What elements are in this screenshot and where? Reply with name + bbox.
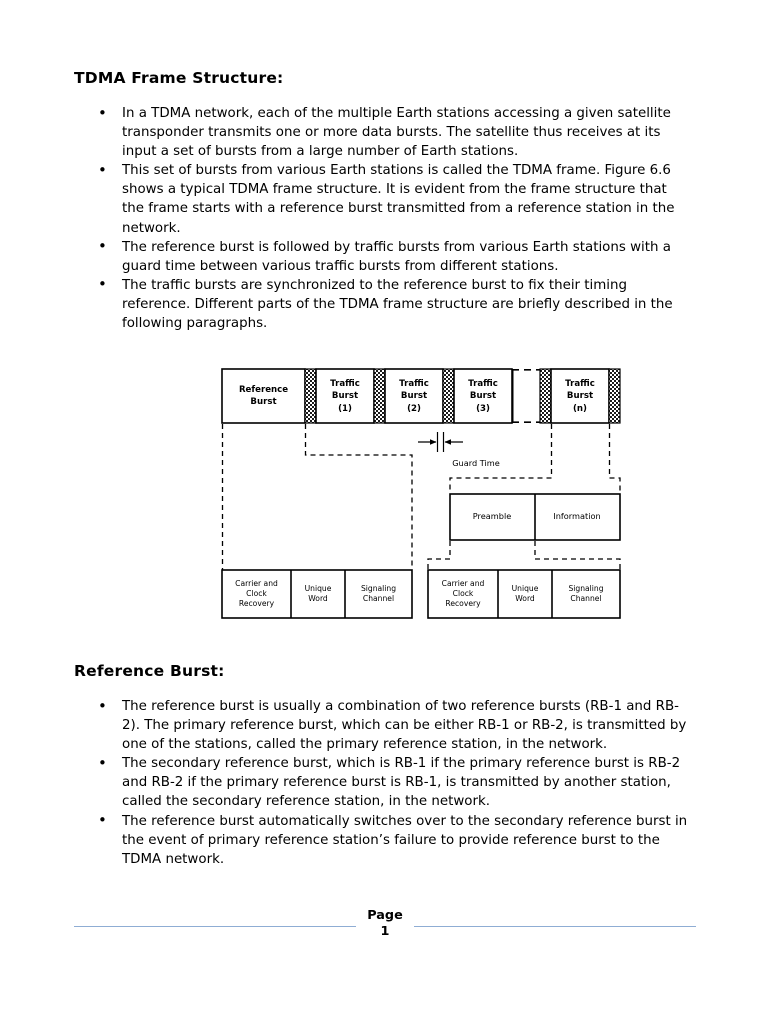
traffic-burst-1-line2: Burst (332, 391, 358, 401)
list-item-text: The secondary reference burst, which is … (122, 756, 681, 810)
page-footer: Page 1 (74, 904, 696, 944)
reference-burst-label-line2: Burst (250, 397, 276, 407)
list-item: • The secondary reference burst, which i… (92, 754, 692, 811)
carrier-clock-recovery-left-line2: Clock (246, 589, 267, 598)
page-title-reference-burst: Reference Burst: (74, 662, 225, 680)
traffic-burst-2-line2: Burst (401, 391, 427, 401)
frame-row (221, 368, 621, 424)
reference-burst-label-line1: Reference (239, 385, 288, 395)
bullet-dot-icon: • (98, 103, 107, 122)
list-item: • This set of bursts from various Earth … (92, 161, 692, 237)
expansion-connector-right-bottom (427, 541, 621, 570)
carrier-clock-recovery-right-line3: Recovery (445, 599, 481, 608)
signaling-channel-left-line1: Signaling (361, 584, 396, 593)
list-item-text: The reference burst automatically switch… (122, 813, 688, 867)
preamble-detail-right: Carrier and Clock Recovery Unique Word S… (427, 569, 621, 619)
list-item-text: The traffic bursts are synchronized to t… (122, 277, 673, 332)
traffic-burst-1-line3: (1) (338, 404, 352, 414)
guard-time-annotation: Guard Time (418, 432, 500, 468)
unique-word-left-line2: Word (308, 594, 328, 603)
carrier-clock-recovery-right-line2: Clock (453, 589, 474, 598)
bullet-dot-icon: • (98, 275, 107, 294)
traffic-burst-n-line3: (n) (573, 404, 587, 414)
footer-rule-left (74, 926, 356, 927)
unique-word-right-line1: Unique (512, 584, 539, 593)
page-label: Page (367, 908, 403, 923)
expansion-connector-left (221, 424, 413, 570)
bullet-dot-icon: • (98, 160, 107, 179)
bullet-dot-icon: • (98, 696, 107, 715)
traffic-burst-1-line1: Traffic (330, 379, 360, 389)
information-label: Information (553, 511, 600, 521)
list-item: • The traffic bursts are synchronized to… (92, 275, 692, 333)
unique-word-right-line2: Word (515, 594, 535, 603)
traffic-burst-3-line2: Burst (470, 391, 496, 401)
traffic-burst-3-line3: (3) (476, 404, 490, 414)
preamble-label: Preamble (473, 511, 512, 521)
bullet-dot-icon: • (98, 237, 107, 256)
bullet-dot-icon: • (98, 753, 107, 772)
carrier-clock-recovery-right-line1: Carrier and (442, 579, 485, 588)
traffic-burst-2-line3: (2) (407, 404, 421, 414)
expansion-connector-right-top (449, 424, 621, 492)
list-item: • The reference burst is followed by tra… (92, 237, 692, 276)
preamble-detail-left: Carrier and Clock Recovery Unique Word S… (221, 569, 413, 619)
page-number: 1 (380, 923, 390, 939)
list-item-text: The reference burst is usually a combina… (122, 699, 687, 753)
signaling-channel-right-line2: Channel (570, 594, 601, 603)
page-number-block: Page 1 (355, 908, 415, 939)
carrier-clock-recovery-left-line1: Carrier and (235, 579, 278, 588)
unique-word-left-line1: Unique (305, 584, 332, 593)
list-item-text: The reference burst is followed by traff… (122, 239, 671, 274)
guard-time-label: Guard Time (452, 458, 500, 468)
traffic-burst-n-line2: Burst (567, 391, 593, 401)
bullet-list-tdma: • In a TDMA network, each of the multipl… (92, 104, 692, 333)
traffic-burst-n-line1: Traffic (565, 379, 595, 389)
list-item: • The reference burst automatically swit… (92, 811, 692, 869)
list-item-text: In a TDMA network, each of the multiple … (122, 106, 671, 160)
bullet-dot-icon: • (98, 811, 107, 830)
signaling-channel-right-line1: Signaling (568, 584, 603, 593)
signaling-channel-left-line2: Channel (363, 594, 394, 603)
carrier-clock-recovery-left-line3: Recovery (239, 599, 275, 608)
burst-detail-row: Preamble Information (449, 493, 621, 541)
page-title-tdma-frame-structure: TDMA Frame Structure: (74, 69, 284, 87)
traffic-burst-2-line1: Traffic (399, 379, 429, 389)
footer-rule-right (414, 926, 696, 927)
list-item-text: This set of bursts from various Earth st… (122, 163, 675, 236)
traffic-burst-3-line1: Traffic (468, 379, 498, 389)
list-item: • In a TDMA network, each of the multipl… (92, 104, 692, 161)
frame-row-labels: Reference Burst Traffic Burst (1) Traffi… (239, 379, 595, 414)
bullet-list-reference-burst: • The reference burst is usually a combi… (92, 697, 692, 869)
list-item: • The reference burst is usually a combi… (92, 697, 692, 754)
